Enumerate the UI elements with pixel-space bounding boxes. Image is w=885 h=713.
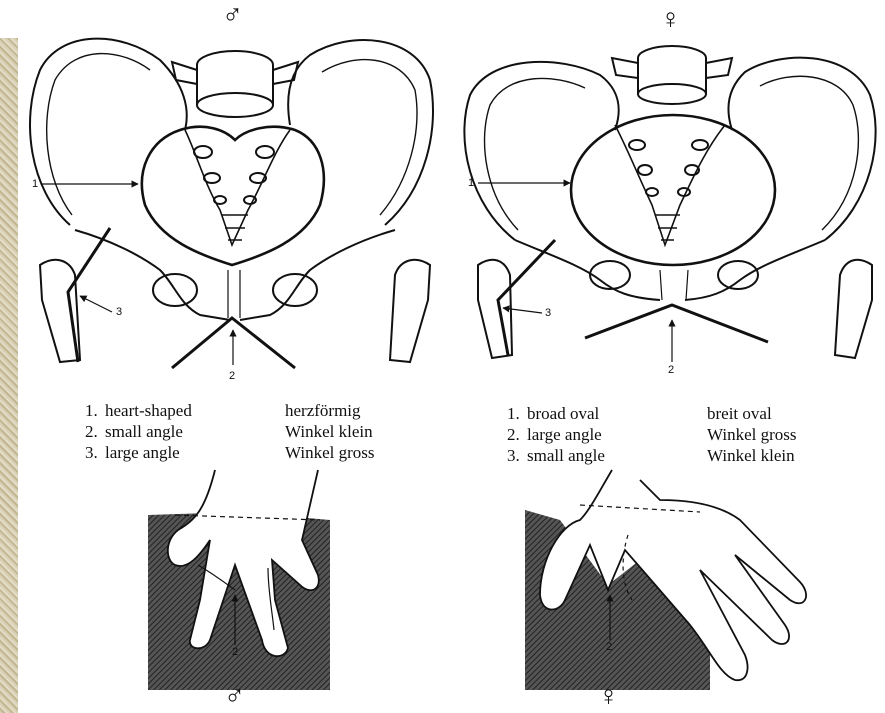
legend-english: large angle [527, 424, 707, 445]
female-symbol-top: ♀ [660, 6, 681, 34]
female-hand-marker: 2 [606, 641, 612, 653]
legend-english: small angle [105, 421, 285, 442]
male-hand-illustration [148, 470, 330, 690]
legend-german: herzförmig [285, 400, 361, 421]
legend-german: breit oval [707, 403, 772, 424]
legend-english: heart-shaped [105, 400, 285, 421]
male-hand-marker: 2 [232, 646, 238, 658]
female-marker-1: 1 [468, 177, 474, 189]
legend-number: 2. [85, 421, 105, 442]
male-symbol-top: ♂ [222, 2, 243, 30]
male-legend-row: 3. large angle Winkel gross [85, 442, 375, 463]
male-symbol-bottom: ♂ [224, 683, 245, 711]
female-legend-row: 1. broad oval breit oval [507, 403, 797, 424]
female-right-iliac-wing [728, 58, 875, 240]
legend-english: small angle [527, 445, 707, 466]
legend-german: Winkel klein [707, 445, 795, 466]
male-legend-row: 1. heart-shaped herzförmig [85, 400, 375, 421]
male-marker-2: 2 [229, 370, 235, 382]
female-marker-2: 2 [668, 364, 674, 376]
legend-german: Winkel gross [707, 424, 797, 445]
female-legend: 1. broad oval breit oval 2. large angle … [507, 403, 797, 466]
female-left-iliac-wing [464, 62, 618, 240]
male-legend: 1. heart-shaped herzförmig 2. small angl… [85, 400, 375, 463]
legend-english: broad oval [527, 403, 707, 424]
male-marker-1: 1 [32, 178, 38, 190]
female-subpubic-angle [585, 305, 768, 342]
legend-english: large angle [105, 442, 285, 463]
female-pelvic-inlet-oval [571, 115, 775, 265]
legend-number: 1. [85, 400, 105, 421]
male-left-iliac-wing [30, 39, 187, 225]
legend-german: Winkel gross [285, 442, 375, 463]
legend-number: 3. [85, 442, 105, 463]
female-femoral-angle [498, 240, 555, 355]
female-symbol-bottom: ♀ [598, 683, 619, 711]
male-pelvis [30, 39, 433, 368]
legend-number: 2. [507, 424, 527, 445]
male-femoral-angle [68, 228, 110, 362]
male-legend-row: 2. small angle Winkel klein [85, 421, 375, 442]
female-legend-row: 3. small angle Winkel klein [507, 445, 797, 466]
female-pelvis [464, 46, 875, 362]
legend-number: 3. [507, 445, 527, 466]
female-hand-illustration [525, 470, 806, 690]
female-legend-row: 2. large angle Winkel gross [507, 424, 797, 445]
legend-number: 1. [507, 403, 527, 424]
legend-german: Winkel klein [285, 421, 373, 442]
male-right-iliac-wing [288, 40, 433, 225]
female-marker-3: 3 [545, 307, 551, 319]
male-marker-3: 3 [116, 306, 122, 318]
